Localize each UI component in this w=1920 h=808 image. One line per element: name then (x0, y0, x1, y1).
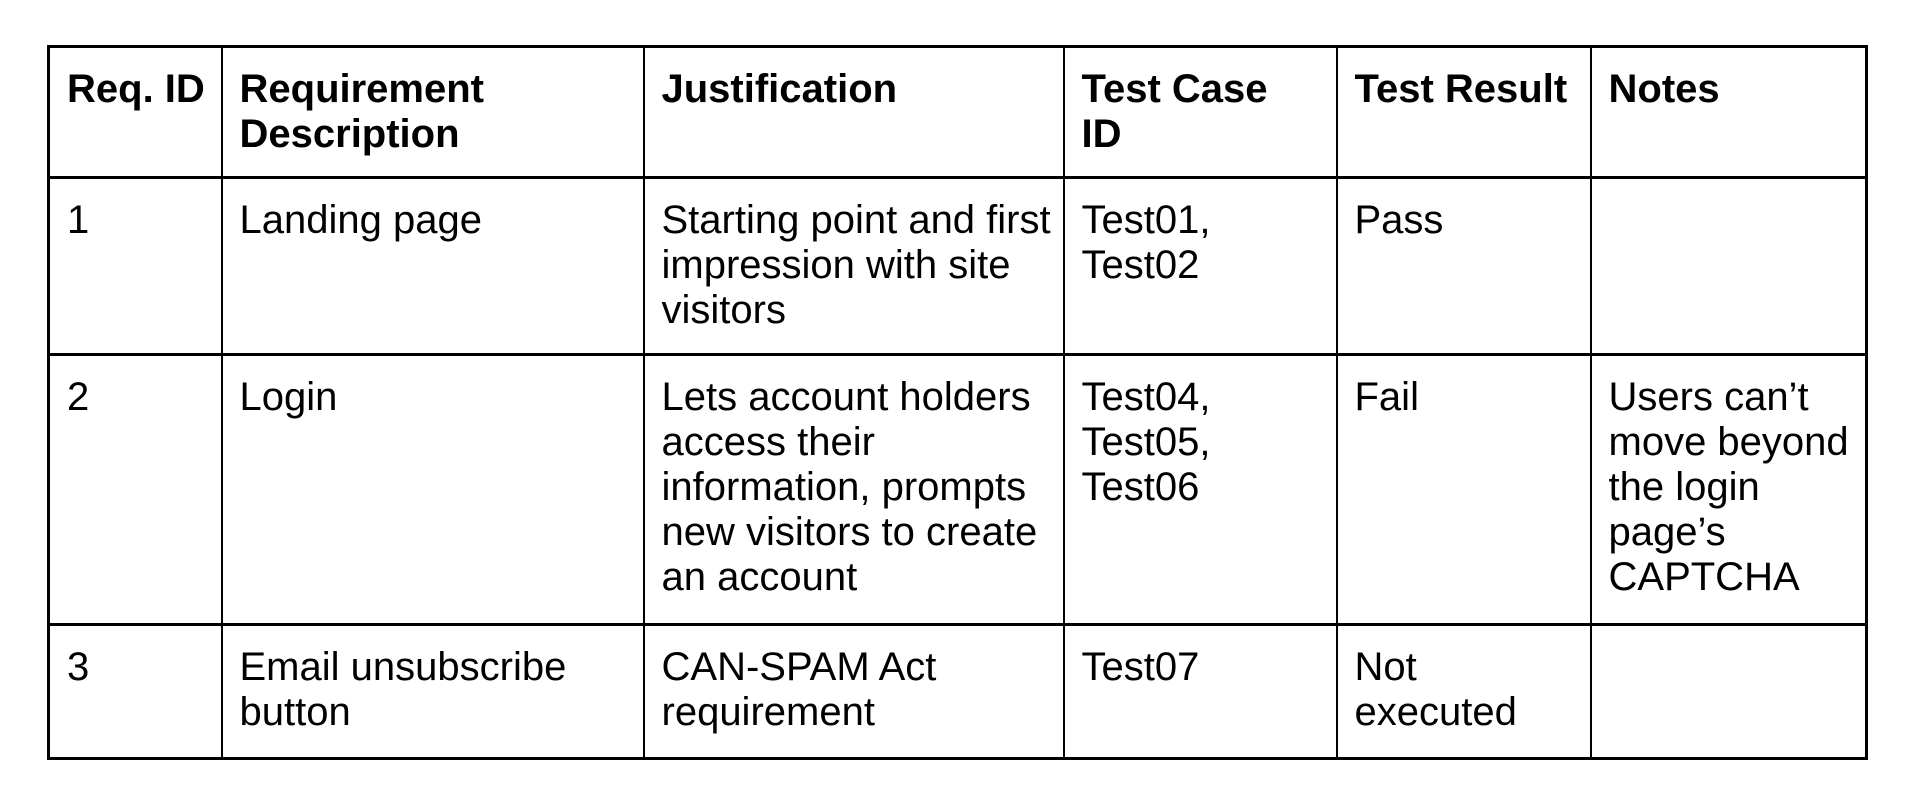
table-row-2: 2 Login Lets account holders access thei… (47, 353, 1868, 626)
header-notes: Notes (1589, 45, 1868, 179)
row1-req-id: 1 (47, 176, 223, 356)
row2-description: Login (220, 353, 645, 626)
row3-notes (1589, 623, 1868, 760)
header-row: Req. ID Requirement Description Justific… (47, 45, 1868, 179)
row1-test-result: Pass (1335, 176, 1592, 356)
row2-notes: Users can’t move beyond the login page’s… (1589, 353, 1868, 626)
row1-test-case-id: Test01, Test02 (1062, 176, 1338, 356)
row2-justification: Lets account holders access their inform… (642, 353, 1065, 626)
row1-description: Landing page (220, 176, 645, 356)
table-row-3: 3 Email unsubscribe button CAN-SPAM Act … (47, 623, 1868, 760)
row1-notes (1589, 176, 1868, 356)
row2-test-result: Fail (1335, 353, 1592, 626)
header-req-id: Req. ID (47, 45, 223, 179)
row3-req-id: 3 (47, 623, 223, 760)
header-test-result: Test Result (1335, 45, 1592, 179)
row2-req-id: 2 (47, 353, 223, 626)
row3-justification: CAN-SPAM Act requirement (642, 623, 1065, 760)
header-test-case-id: Test Case ID (1062, 45, 1338, 179)
row3-description: Email unsubscribe button (220, 623, 645, 760)
requirements-traceability-table: Req. ID Requirement Description Justific… (47, 45, 1868, 760)
row3-test-case-id: Test07 (1062, 623, 1338, 760)
row1-justification: Starting point and first impression with… (642, 176, 1065, 356)
table-row-1: 1 Landing page Starting point and first … (47, 176, 1868, 356)
row3-test-result: Not executed (1335, 623, 1592, 760)
header-justification: Justification (642, 45, 1065, 179)
header-description: Requirement Description (220, 45, 645, 179)
row2-test-case-id: Test04, Test05, Test06 (1062, 353, 1338, 626)
